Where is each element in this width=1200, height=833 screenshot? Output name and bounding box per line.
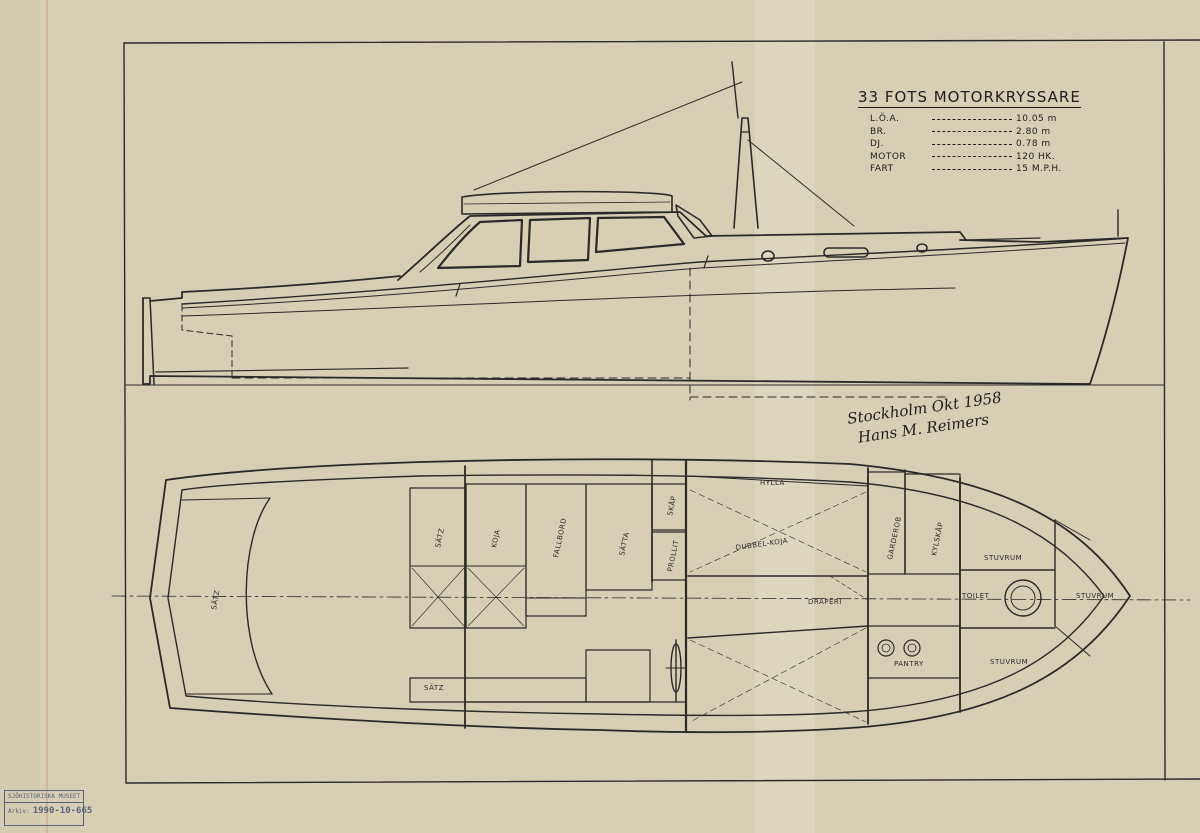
hardtop-line	[463, 201, 671, 205]
spec-key: DJ.	[870, 139, 884, 150]
toilet-seat-icon	[1010, 585, 1036, 611]
bow-locker-line	[1054, 519, 1091, 541]
stamp-prefix: Arkiv:	[8, 808, 30, 815]
spec-leader	[932, 118, 1012, 120]
spec-key: MOTOR	[870, 151, 907, 162]
stamp-museum: SJÖHISTORISKA MUSEET	[5, 791, 83, 803]
spec-value: 10.05 m	[1016, 114, 1057, 125]
label-stuvrum-bow: STUVRUM	[1076, 592, 1114, 600]
rubbing-strake	[181, 242, 1126, 309]
plan-view	[111, 458, 1191, 734]
cabin-outline	[397, 211, 967, 281]
stove-burner-1-icon	[877, 639, 895, 657]
sheer-line-aft	[149, 275, 401, 302]
spec-leader	[932, 156, 1012, 158]
cockpit-seat-top	[181, 497, 271, 501]
mast	[733, 117, 759, 229]
window-2	[526, 216, 592, 264]
centerline	[111, 595, 1191, 601]
label-draperi: DRAPERI	[808, 598, 842, 606]
boot-top	[155, 367, 409, 373]
sheer-line	[181, 237, 1129, 305]
drawing-frame	[123, 39, 1200, 784]
porthole-2	[916, 243, 928, 253]
spec-key: FART	[870, 164, 894, 175]
hull-plan-inner	[167, 474, 1105, 717]
rigging-fwd	[747, 139, 855, 227]
hardtop	[461, 190, 673, 215]
bow-locker-line-2	[1054, 625, 1091, 657]
berth-edge-bottom	[687, 625, 869, 639]
skap-block	[651, 483, 687, 531]
porthole-long	[823, 247, 869, 258]
spec-value: 2.80 m	[1016, 126, 1051, 137]
berth-diag-3	[689, 639, 867, 723]
archive-stamp: SJÖHISTORISKA MUSEET Arkiv:1990-10-665	[4, 790, 92, 826]
paper-light-band	[755, 0, 815, 833]
label-stuvrum-upper: STUVRUM	[984, 554, 1022, 562]
cleat-mid	[703, 255, 709, 269]
stove-burner-1-inner	[881, 643, 891, 653]
label-pantry: PANTRY	[894, 660, 924, 668]
hull-outline	[142, 237, 1129, 385]
stamp-number: 1990-10-665	[32, 806, 93, 816]
porthole-1	[761, 250, 775, 262]
berth-diag-4	[689, 627, 867, 723]
mast-top	[731, 61, 739, 119]
spec-row: DJ. 0.78 m	[870, 138, 1080, 151]
window-3	[594, 215, 686, 254]
stamp-number-row: Arkiv:1990-10-665	[5, 803, 92, 819]
cabin-side-line	[419, 224, 471, 273]
label-stuvrum-lower: STUVRUM	[990, 658, 1028, 666]
spec-row: MOTOR 120 HK.	[870, 151, 1080, 164]
spec-key: BR.	[870, 126, 887, 137]
foredeck	[965, 237, 1041, 241]
hull-plan-outline	[149, 458, 1131, 734]
stove-burner-2-icon	[903, 639, 921, 657]
berth-diag-2	[689, 491, 867, 573]
rigging-aft	[473, 81, 743, 191]
window-1	[436, 218, 524, 270]
prollit-block	[651, 531, 687, 581]
label-toilet: TOILET	[961, 592, 990, 600]
spec-value: 120 HK.	[1016, 151, 1056, 162]
label-satz-mid: SÄTZ	[433, 527, 446, 548]
label-koja: KOJA	[490, 529, 502, 549]
cockpit-seat-arc	[245, 497, 273, 695]
transom	[142, 297, 155, 385]
draperi-line	[829, 575, 869, 601]
cleat-aft	[455, 283, 461, 297]
berth-diag-1	[689, 489, 867, 573]
hylla-line	[687, 475, 869, 487]
spec-leader	[932, 168, 1012, 170]
spec-key: L.Ö.A.	[870, 114, 900, 125]
spec-leader	[932, 143, 1012, 145]
spec-row: BR. 2.80 m	[870, 126, 1080, 139]
label-skap: SKÅP	[665, 495, 678, 516]
koja-x2	[467, 567, 525, 627]
satz-x2	[411, 567, 465, 627]
label-satz-low: SÄTZ	[424, 683, 444, 692]
drawing-title: 33 FOTS MOTORKRYSSARE	[858, 88, 1081, 108]
kylskap-block	[904, 473, 961, 575]
spec-row: L.Ö.A. 10.05 m	[870, 113, 1080, 126]
stove-burner-2-inner	[907, 643, 917, 653]
spec-value: 15 M.P.H.	[1016, 164, 1062, 175]
paper-edge-shade	[0, 0, 40, 833]
spec-row: FART 15 M.P.H.	[870, 163, 1080, 176]
hull-stripe	[181, 287, 956, 317]
pantry-block	[867, 625, 961, 679]
label-hylla: HYLLA	[760, 479, 785, 487]
profile-view	[125, 61, 1165, 401]
specs-table: L.Ö.A. 10.05 m BR. 2.80 m DJ. 0.78 m MOT…	[870, 113, 1080, 176]
transom-dashed	[181, 304, 233, 379]
windshield	[675, 204, 713, 239]
label-satz-aft: SÄTZ	[209, 589, 221, 610]
spec-leader	[932, 131, 1012, 133]
toilet-bowl-icon	[1004, 579, 1042, 617]
spec-value: 0.78 m	[1016, 139, 1051, 150]
